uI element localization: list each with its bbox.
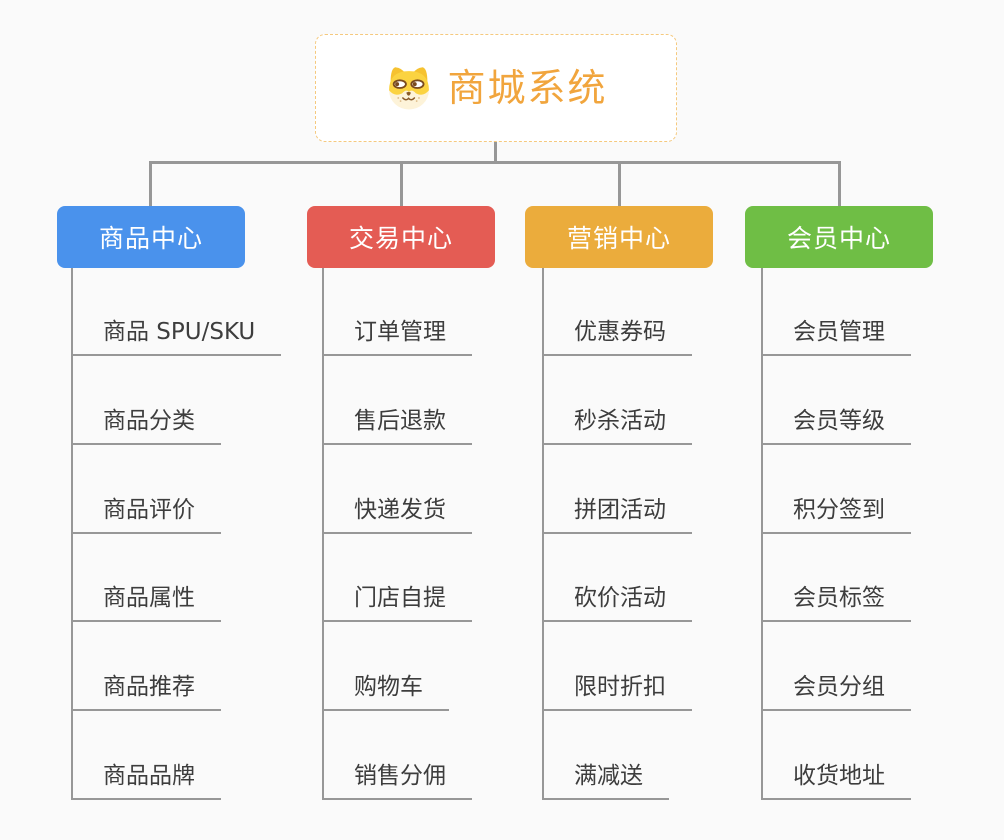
connector-spine-trade <box>322 268 324 800</box>
connector-root-stub <box>494 141 497 164</box>
leaf-node[interactable]: 商品推荐 <box>71 671 221 711</box>
leaf-node[interactable]: 订单管理 <box>322 316 472 356</box>
leaf-node[interactable]: 优惠券码 <box>542 316 692 356</box>
leaf-node[interactable]: 销售分佣 <box>322 760 472 800</box>
leaf-node[interactable]: 会员等级 <box>761 405 911 445</box>
connector-spine-products <box>71 268 73 800</box>
leaf-node[interactable]: 商品品牌 <box>71 760 221 800</box>
leaf-node[interactable]: 商品 SPU/SKU <box>71 316 282 356</box>
leaf-node[interactable]: 购物车 <box>322 671 449 711</box>
leaf-node[interactable]: 会员管理 <box>761 316 911 356</box>
leaf-node[interactable]: 拼团活动 <box>542 494 692 534</box>
branch-node-marketing-center[interactable]: 营销中心 <box>525 206 713 268</box>
connector-spine-members <box>761 268 763 800</box>
branch-node-product-center[interactable]: 商品中心 <box>57 206 245 268</box>
leaf-node[interactable]: 门店自提 <box>322 582 472 622</box>
leaf-node[interactable]: 砍价活动 <box>542 582 692 622</box>
connector-horizontal-bar <box>149 161 841 164</box>
root-node-mall-system[interactable]: 商城系统 <box>315 34 677 142</box>
leaf-node[interactable]: 商品评价 <box>71 494 221 534</box>
leaf-node[interactable]: 售后退款 <box>322 405 472 445</box>
leaf-node[interactable]: 积分签到 <box>761 494 911 534</box>
leaf-node[interactable]: 快递发货 <box>322 494 472 534</box>
branch-node-trade-center[interactable]: 交易中心 <box>307 206 495 268</box>
connector-drop-products <box>149 161 152 207</box>
leaf-node[interactable]: 秒杀活动 <box>542 405 692 445</box>
connector-drop-members <box>838 161 841 207</box>
branch-label: 交易中心 <box>348 224 453 253</box>
root-title: 商城系统 <box>447 66 608 110</box>
branch-label: 营销中心 <box>566 224 671 253</box>
leaf-node[interactable]: 会员标签 <box>761 582 911 622</box>
connector-drop-marketing <box>618 161 621 207</box>
connector-drop-trade <box>400 161 403 207</box>
leaf-node[interactable]: 会员分组 <box>761 671 911 711</box>
connector-spine-marketing <box>542 268 544 800</box>
branch-label: 商品中心 <box>98 224 203 253</box>
branch-node-member-center[interactable]: 会员中心 <box>745 206 933 268</box>
leaf-node[interactable]: 商品属性 <box>71 582 221 622</box>
shiba-dog-icon <box>389 67 430 110</box>
leaf-node[interactable]: 收货地址 <box>761 760 911 800</box>
leaf-node[interactable]: 限时折扣 <box>542 671 692 711</box>
branch-label: 会员中心 <box>786 224 891 253</box>
leaf-node[interactable]: 商品分类 <box>71 405 221 445</box>
leaf-node[interactable]: 满减送 <box>542 760 669 800</box>
